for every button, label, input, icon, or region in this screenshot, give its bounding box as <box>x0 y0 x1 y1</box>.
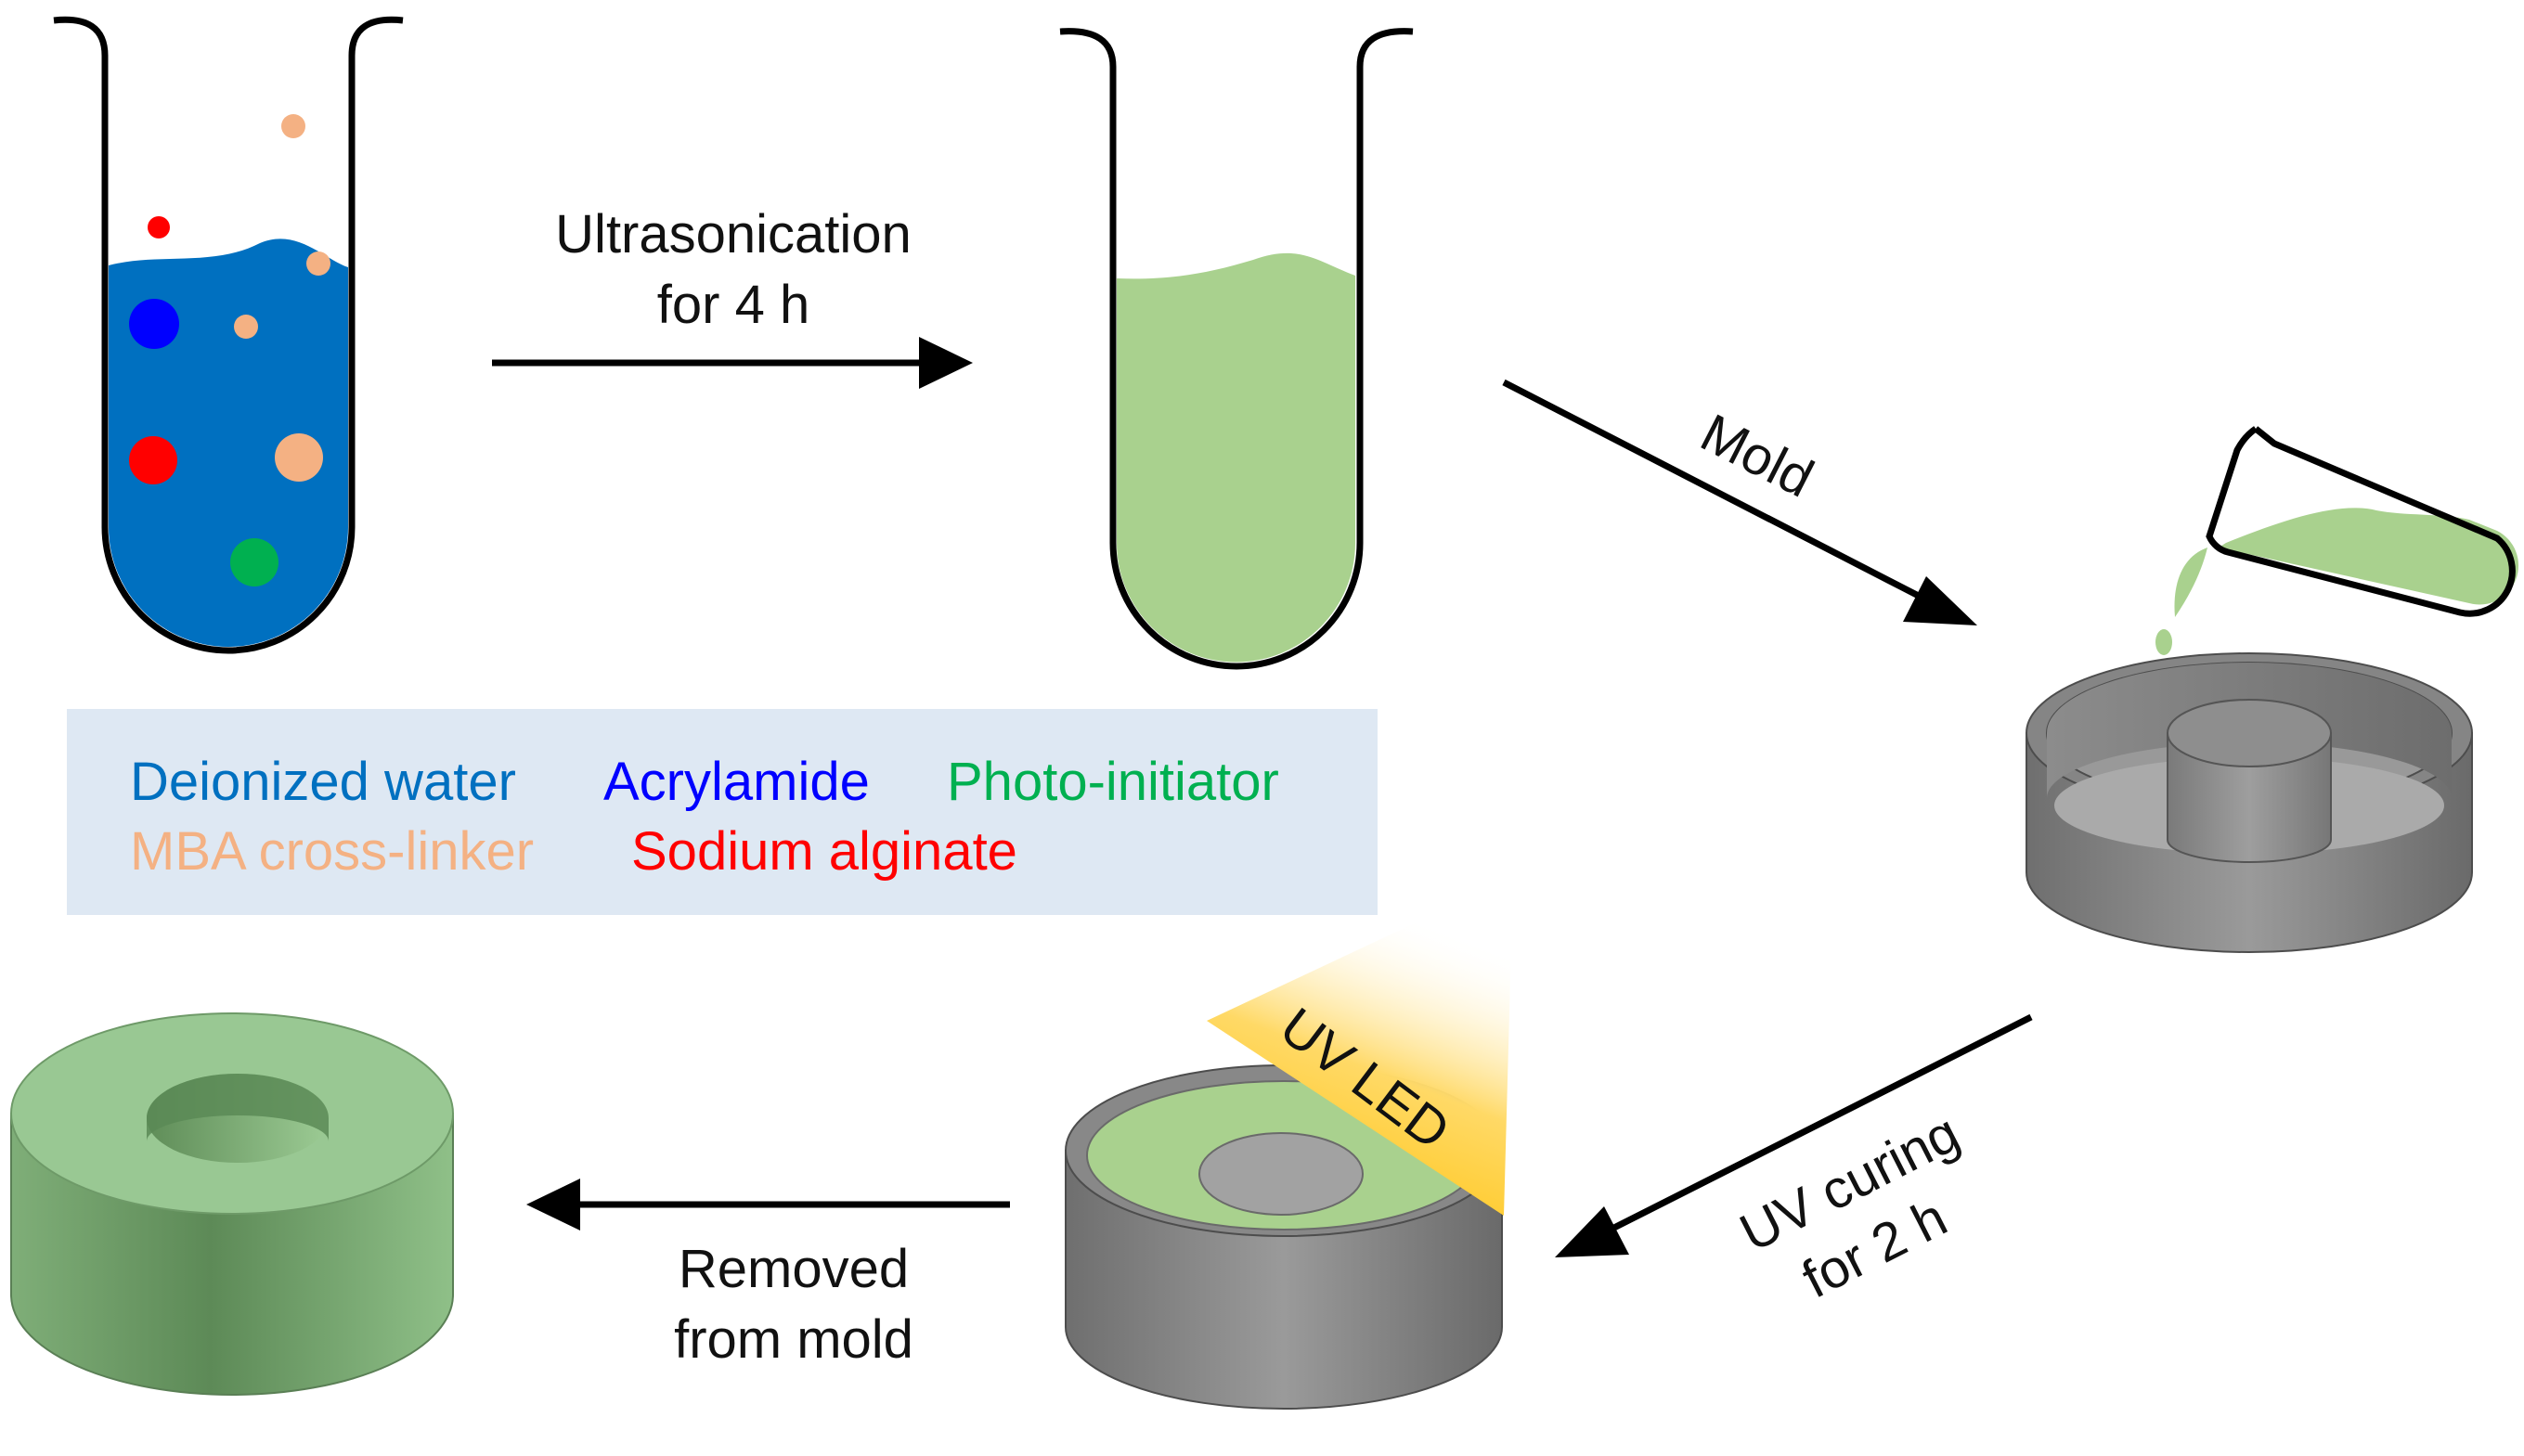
uv-beam <box>1207 877 1513 1216</box>
removed-label-2: from mold <box>674 1309 913 1370</box>
ultrasonication-label-2: for 4 h <box>657 275 809 335</box>
pouring-liquid <box>2219 508 2519 605</box>
cured-mold-post <box>1198 1132 1364 1216</box>
sodium-alginate-particle <box>148 216 170 238</box>
legend-deionized-water: Deionized water <box>130 752 516 812</box>
precursor-liquid <box>1117 252 1355 663</box>
hydrogel-ring <box>10 1012 454 1396</box>
test-tube-outline <box>53 16 404 654</box>
ultrasonication-step: Ultrasonication for 4 h <box>492 204 973 389</box>
uv-curing-arrow <box>1590 1013 2033 1243</box>
uv-curing-arrowhead <box>1555 1206 1629 1257</box>
mold-arrow <box>1502 379 1942 611</box>
precursor-test-tube <box>1059 28 1414 670</box>
removed-step: Removed from mold <box>526 1179 1010 1370</box>
legend-mba-cross-linker: MBA cross-linker <box>130 821 534 882</box>
mixture-test-tube <box>53 16 404 654</box>
ultrasonication-label-1: Ultrasonication <box>555 204 912 264</box>
pour-stream <box>2174 548 2207 617</box>
legend: Deionized water Acrylamide Photo-initiat… <box>67 709 1378 915</box>
mold-arrowhead <box>1903 576 1977 625</box>
pour-droplet <box>2155 629 2172 655</box>
mold-post-side <box>2167 732 2332 863</box>
legend-sodium-alginate: Sodium alginate <box>631 821 1017 882</box>
test-tube-outline <box>1059 28 1414 670</box>
photo-initiator-particle <box>230 538 278 586</box>
ring-hole-inner <box>147 1074 329 1141</box>
mba-particle <box>275 433 323 482</box>
mold-post-top <box>2167 699 2332 767</box>
mold-step: Mold <box>1502 379 1977 625</box>
acrylamide-particle <box>129 299 179 349</box>
mold-label: Mold <box>1691 403 1823 509</box>
pouring-tube-outline <box>2206 426 2516 617</box>
uv-curing-step: UV curing for 2 h <box>1555 1013 2033 1310</box>
mba-particle <box>281 114 305 138</box>
legend-acrylamide: Acrylamide <box>603 752 870 812</box>
ultrasonication-arrowhead <box>919 337 973 389</box>
removed-label-1: Removed <box>679 1239 909 1299</box>
mold-under-uv: UV LED <box>1065 877 1513 1410</box>
sodium-alginate-particle <box>129 436 177 484</box>
legend-photo-initiator: Photo-initiator <box>947 752 1279 812</box>
legend-background <box>67 709 1378 915</box>
removed-arrowhead <box>526 1179 580 1231</box>
mold-with-pouring <box>2026 426 2519 953</box>
mba-particle <box>234 315 258 339</box>
mba-particle <box>306 251 330 276</box>
